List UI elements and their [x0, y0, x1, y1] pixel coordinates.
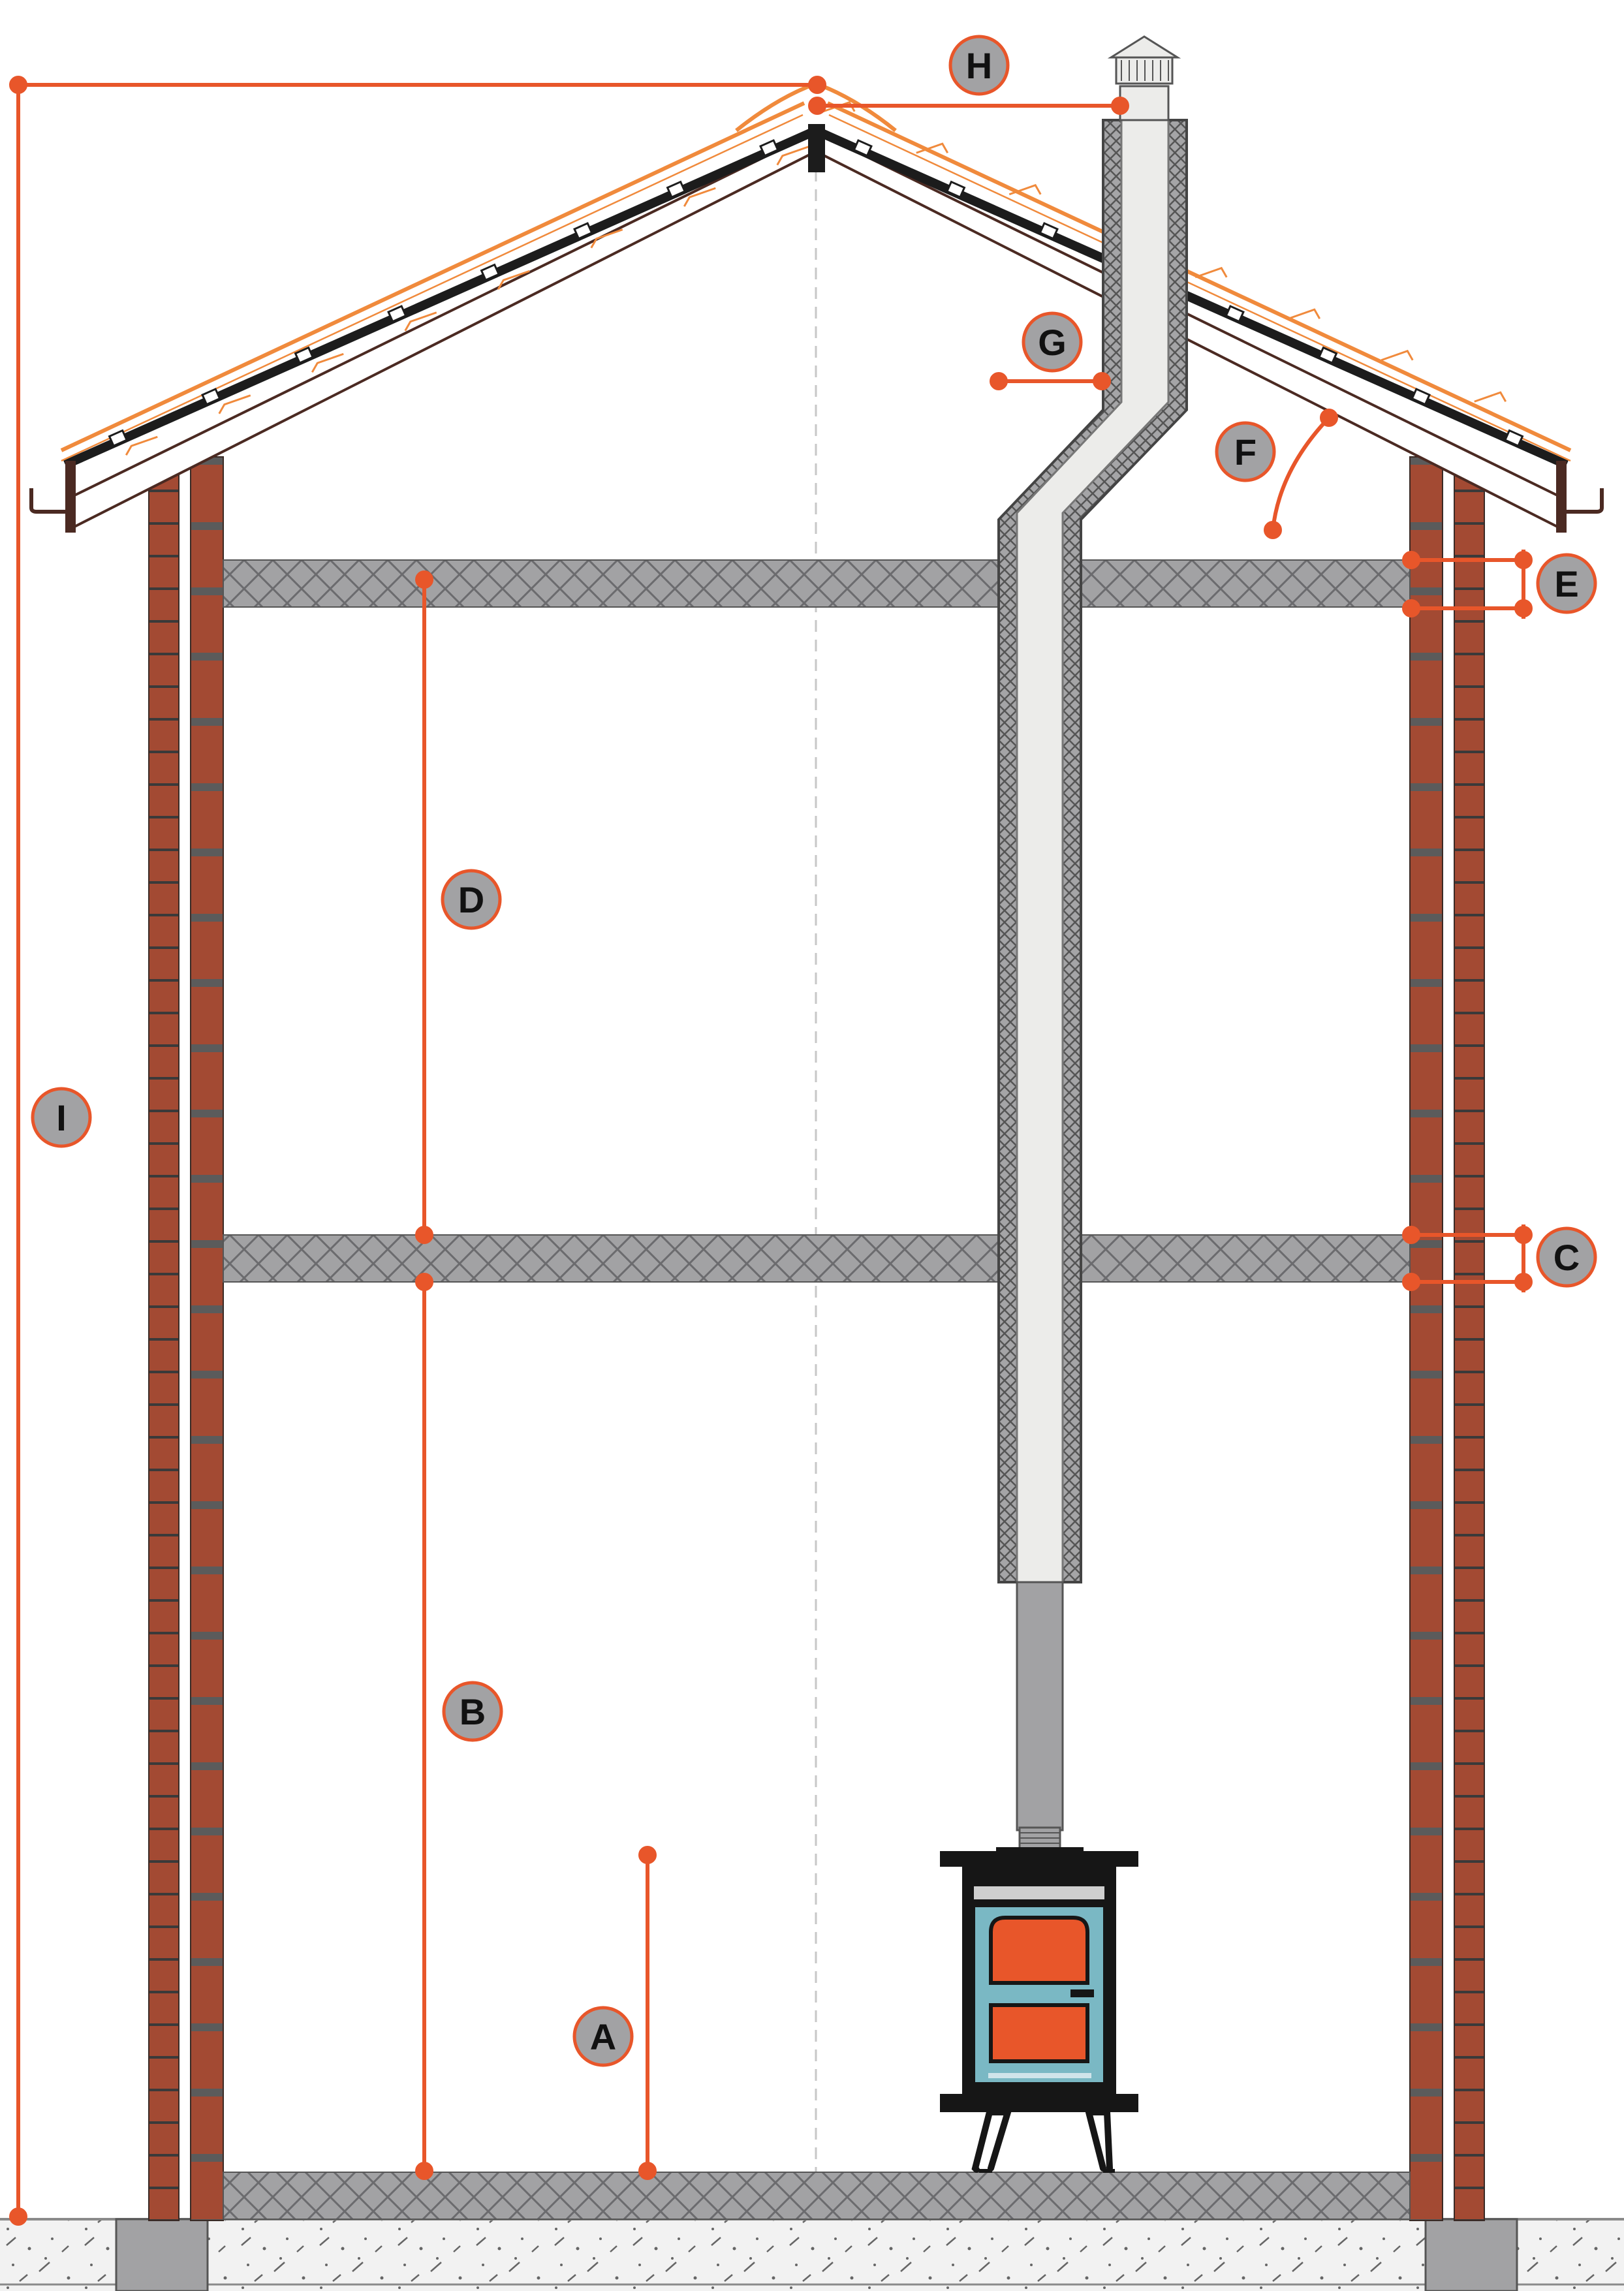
roof-tile-left-7 [125, 435, 158, 456]
right-roof-battens [822, 101, 1524, 448]
chimney-cowl [1107, 35, 1181, 85]
roof-batten-left-4 [387, 305, 407, 323]
left-wall [148, 456, 224, 2221]
label-a: A [572, 2006, 634, 2067]
roof-tile-right-4 [1195, 266, 1228, 279]
label-f: F [1215, 421, 1276, 482]
left-eave-board [65, 461, 76, 533]
ceiling-slab-middle [223, 1234, 1411, 1283]
label-b: B [442, 1681, 503, 1742]
ridge-beam [808, 124, 825, 172]
label-d: D [441, 869, 502, 930]
roof-tile-right-2 [1008, 183, 1042, 196]
roof-batten-right-2 [1038, 222, 1059, 240]
roof-batten-right-1 [945, 180, 966, 199]
ground [0, 2218, 1624, 2291]
svg-text:A: A [590, 2016, 616, 2057]
roof-tile-left-4 [404, 311, 437, 332]
roof-batten-left-1 [666, 180, 687, 199]
roof-batten-left-5 [294, 346, 315, 365]
roof-batten-left-2 [573, 222, 593, 240]
left-roof-battens [108, 139, 809, 456]
stove-legs [971, 2109, 1113, 2173]
roof-tile-left-5 [311, 352, 344, 373]
right-wall [1409, 456, 1485, 2221]
roof-tile-right-1 [916, 142, 949, 154]
stove-window [989, 1916, 1089, 1985]
roof-batten-left-7 [108, 429, 129, 448]
roof-batten-right-0 [852, 139, 873, 157]
wood-stove [940, 1847, 1138, 2173]
roof-batten-left-0 [759, 139, 779, 157]
roof-batten-left-3 [480, 263, 501, 282]
svg-text:C: C [1554, 1237, 1580, 1278]
roof-tile-left-3 [497, 270, 530, 290]
svg-text:G: G [1038, 322, 1067, 363]
svg-text:I: I [56, 1097, 67, 1138]
label-g: G [1022, 311, 1083, 373]
roof-batten-right-7 [1503, 429, 1524, 448]
roof-tile-left-1 [683, 187, 716, 207]
roof-tile-left-6 [218, 394, 251, 414]
svg-text:B: B [460, 1691, 486, 1732]
roof-tile-left-2 [590, 228, 623, 249]
label-badges: A B C D E F G H [31, 35, 1597, 2067]
roof-batten-left-6 [201, 388, 221, 406]
stove-handle [1070, 1989, 1094, 1997]
floor-slabs [223, 559, 1411, 2220]
label-e: E [1536, 553, 1597, 614]
roof-batten-right-4 [1225, 305, 1245, 323]
left-gutter [29, 488, 65, 514]
roof-tile-right-5 [1288, 308, 1321, 320]
svg-text:H: H [966, 45, 992, 86]
roof-tile-left-0 [776, 146, 809, 166]
svg-text:E: E [1554, 563, 1578, 604]
label-c: C [1536, 1226, 1597, 1288]
right-gutter [1567, 488, 1604, 514]
label-i: I [31, 1087, 92, 1148]
stove-pipe [1016, 1581, 1064, 1831]
chimney-cowl-base [1119, 85, 1170, 121]
ground-floor-slab [223, 2172, 1411, 2220]
svg-text:F: F [1234, 431, 1257, 473]
roof-tile-right-7 [1474, 391, 1507, 403]
roof-batten-right-6 [1411, 388, 1431, 406]
left-foundation [115, 2218, 209, 2291]
chimney-flue [997, 35, 1188, 1851]
stove-ashpan [989, 2003, 1089, 2063]
roof-tile-right-0 [822, 101, 856, 113]
svg-text:D: D [458, 879, 484, 920]
right-eave-board [1556, 461, 1567, 533]
label-h: H [948, 35, 1010, 96]
roof-batten-right-5 [1317, 346, 1338, 365]
roof-tile-right-6 [1381, 349, 1414, 362]
ceiling-slab-upper [223, 559, 1411, 608]
dimension-lines [9, 76, 1533, 2226]
right-foundation [1424, 2218, 1518, 2291]
